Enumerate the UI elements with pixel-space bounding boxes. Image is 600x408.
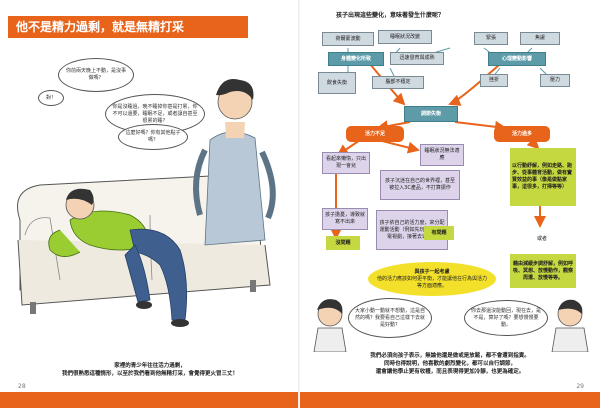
left-caption: 家裡的青少年往往活力過剩， 我們很熟悉這種情形，以至於我們看到他無精打采，會覺得… [10, 362, 290, 378]
box-anxiety: 焦慮 [520, 32, 560, 45]
consider-together-oval: 與孩子一起考慮 他的活力應該如何更平衡，才能讓他在行為與活力等方面適應。 [368, 262, 496, 296]
left-page: 他不是精力過剩，就是無精打采 你前兩天晚上不動，是沒事做嗎？ 對！ 你是沒睡過，… [0, 16, 300, 408]
box-brain: 腦部不穩定 [372, 76, 424, 89]
or-label: 或者 [536, 235, 547, 242]
page-number-right: 29 [576, 383, 584, 390]
box-problem: 有問題 [424, 226, 454, 240]
left-caption-line-1: 家裡的青少年往往活力過剩， [114, 363, 186, 369]
box-act-relief: 以行動紓解，例如走路、跑步、從事體育活動，做有實質效益的事（像是做點家事，這很多… [510, 148, 576, 206]
box-tension: 緊張 [474, 32, 508, 45]
box-low-energy: 活力不足 [346, 126, 404, 142]
speech-bubble-right-2: 你去那還沒能動回，現在去，是不是，算好了嗎？要想慢慢要動。 [464, 300, 548, 336]
right-caption-line-3: 還會讓他學止更有收穫，而且表現得更加冷靜，也更為確定。 [375, 369, 525, 375]
chapter-title: 他不是精力過剩，就是無精打采 [8, 16, 248, 38]
right-caption-line-2: 同時也得說明，他喜歡的劇烈變化，都可以自行調節， [383, 361, 516, 367]
box-psych-label: 心理變動影響 [488, 52, 546, 66]
box-imbalance: 調節失衡 [404, 106, 458, 122]
box-3c: 孩子沉迷在自己的世界裡，甚至被拉入3C產品，不打算振作 [380, 170, 460, 200]
box-high-energy: 活力過多 [494, 126, 550, 142]
speech-bubble-2: 對！ [38, 90, 64, 106]
box-sleep-change: 睡眠狀況改變 [378, 30, 432, 44]
box-no-problem: 沒問題 [326, 236, 360, 250]
box-hormone: 荷爾蒙波動 [322, 32, 374, 46]
page-number-left: 28 [18, 383, 26, 390]
oval-title: 與孩子一起考慮 [414, 268, 450, 275]
right-caption: 我們必須向孩子表示，無論他還是做或是放鬆，都不會遭到指責。 同時也得說明，他喜歡… [310, 352, 590, 376]
right-caption-line-1: 我們必須向孩子表示，無論他還是做或是放鬆，都不會遭到指責。 [370, 353, 530, 359]
speech-bubble-right-1: 大家小動一動就不想動，這是自然的嗎？我要看自己這樣下去就是好動？ [348, 298, 432, 338]
right-footer-bar [300, 392, 600, 408]
box-growth: 迅速發育與成熟 [390, 52, 444, 65]
box-worry: 孩子擔憂，導致就寫不出來 [322, 208, 368, 230]
left-caption-line-2: 我們很熟悉這種情形，以至於我們看到他無精打采，會覺得更火冒三丈！ [61, 371, 238, 377]
box-stress: 壓力 [540, 74, 570, 87]
box-diet: 飲食失衡 [318, 72, 356, 94]
box-slow-relief: 藉由減緩步調舒解，例如呼吸、冥想、放慢動作，觀察周遭、放慢等等。 [510, 254, 576, 288]
speech-bubble-4: 這麼好嗎？你有其他點子嗎？ [118, 124, 188, 150]
speech-bubble-1: 你前兩天晚上不動，是沒事做嗎？ [58, 58, 134, 92]
oval-body: 他的活力應該如何更平衡，才能讓他在行為與活力等方面適應。 [376, 275, 487, 289]
box-physical-label: 身體變化所致 [328, 52, 384, 66]
bottom-characters [313, 299, 589, 352]
flowchart-question: 孩子出現這些變化，意味著發生什麼呢？ [335, 12, 444, 19]
box-lazy: 看起來懶惰，只出現一會兒 [322, 152, 370, 174]
box-frustration: 挫折 [480, 74, 508, 87]
left-footer-bar [0, 392, 300, 408]
sofa-illustration [17, 79, 276, 327]
box-sleep-unadapted: 睡眠狀況無法適應 [420, 144, 464, 166]
